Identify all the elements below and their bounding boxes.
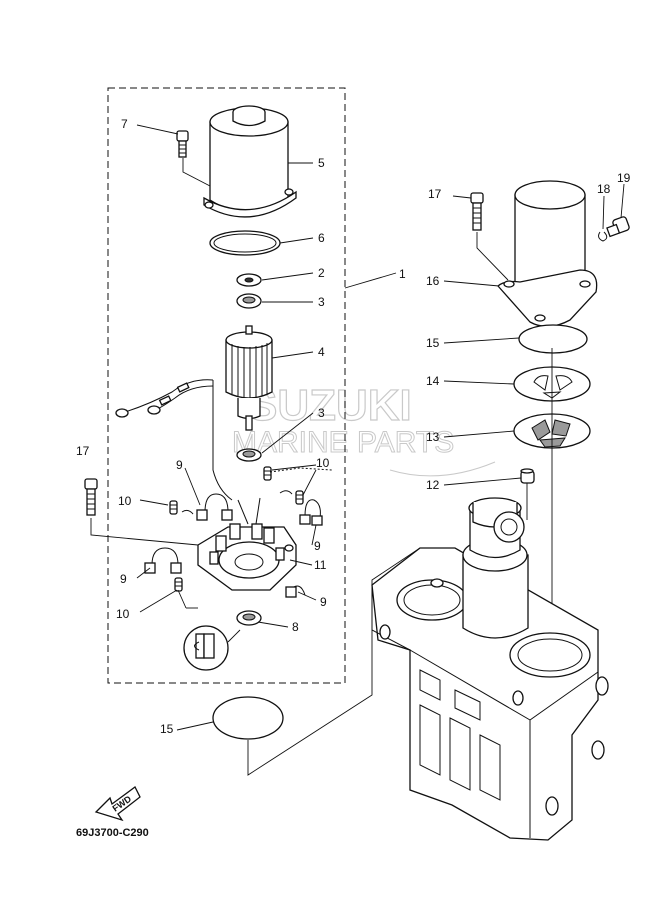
callout-16: 16 — [426, 274, 440, 288]
callout-15-upper: 15 — [426, 336, 440, 350]
callout-10-left: 10 — [118, 494, 132, 508]
callout-17-left: 17 — [76, 444, 90, 458]
part-9-brush-lower[interactable] — [285, 585, 306, 598]
callout-8: 8 — [292, 620, 299, 634]
callout-4: 4 — [318, 345, 325, 359]
callout-7: 7 — [121, 117, 128, 131]
callout-1: 1 — [399, 267, 406, 281]
callout-12: 12 — [426, 478, 440, 492]
callout-10-lower: 10 — [116, 607, 130, 621]
leader-15-lower — [247, 547, 421, 776]
callout-13: 13 — [426, 430, 440, 444]
part-10-spring-right[interactable] — [263, 466, 272, 481]
part-4-armature[interactable] — [225, 325, 273, 431]
part-10-spring-left-b[interactable] — [174, 577, 183, 592]
part-19-plug[interactable] — [606, 216, 630, 238]
part-5-motor-yoke[interactable] — [203, 105, 297, 218]
callout-3-lower: 3 — [318, 406, 325, 420]
fwd-arrow-icon: FWD — [94, 786, 141, 822]
part-10-spring-left[interactable] — [169, 500, 178, 515]
part-16-reservoir[interactable] — [497, 180, 598, 328]
part-12-valve[interactable] — [520, 468, 535, 484]
part-18-o-ring[interactable] — [598, 231, 608, 242]
callout-11: 11 — [314, 558, 327, 572]
callout-3-upper: 3 — [318, 295, 325, 309]
assembly-boundary — [107, 87, 346, 684]
watermark: SUZUKI MARINE PARTS — [232, 380, 496, 477]
callout-9-lower: 9 — [320, 595, 327, 609]
part-2-washer[interactable] — [236, 273, 262, 287]
part-9-brush-upper[interactable] — [196, 493, 233, 521]
leader-17-dash — [90, 518, 199, 546]
pump-housing[interactable] — [371, 497, 609, 841]
part-6-o-ring[interactable] — [209, 230, 281, 256]
wiring-harness[interactable] — [115, 379, 233, 501]
leader-7-dash — [182, 158, 211, 187]
part-7-bolt[interactable] — [176, 130, 189, 158]
callout-17-right: 17 — [428, 187, 442, 201]
leader-17-right — [476, 232, 509, 281]
callout-14: 14 — [426, 374, 440, 388]
detail-inset — [183, 625, 241, 671]
callout-19: 19 — [617, 171, 631, 185]
callout-15-lower: 15 — [160, 722, 174, 736]
part-11-brush-holder[interactable] — [197, 497, 297, 591]
part-3-bearing-lower[interactable] — [236, 448, 262, 462]
watermark-brand: SUZUKI — [248, 381, 412, 430]
callout-2: 2 — [318, 266, 325, 280]
part-10-spring-right-b[interactable] — [295, 490, 304, 505]
part-8-seal[interactable] — [236, 610, 262, 626]
callout-9-upper: 9 — [176, 458, 183, 472]
callout-6: 6 — [318, 231, 325, 245]
leader-lines — [136, 124, 625, 731]
callout-18: 18 — [597, 182, 611, 196]
callout-9-left: 9 — [120, 572, 127, 586]
watermark-swoosh — [389, 461, 496, 477]
callout-9-right: 9 — [314, 539, 321, 553]
watermark-subtitle: MARINE PARTS — [232, 426, 454, 459]
callouts: 7 5 6 2 3 4 3 1 9 10 10 17 9 11 9 9 10 8… — [76, 117, 631, 736]
diagram-code: 69J3700-C290 — [76, 827, 149, 839]
spring-clip — [279, 490, 293, 495]
callout-5: 5 — [318, 156, 325, 170]
part-9-brush-left[interactable] — [144, 547, 182, 574]
part-17-bolt-right[interactable] — [470, 192, 484, 231]
part-15-o-ring-lower[interactable] — [212, 696, 284, 740]
part-3-bearing-upper[interactable] — [236, 293, 262, 309]
callout-10-right: 10 — [316, 456, 330, 470]
part-17-bolt-left[interactable] — [84, 478, 98, 516]
part-9-brush-right[interactable] — [299, 499, 323, 526]
part-15-o-ring-upper[interactable] — [518, 324, 588, 354]
